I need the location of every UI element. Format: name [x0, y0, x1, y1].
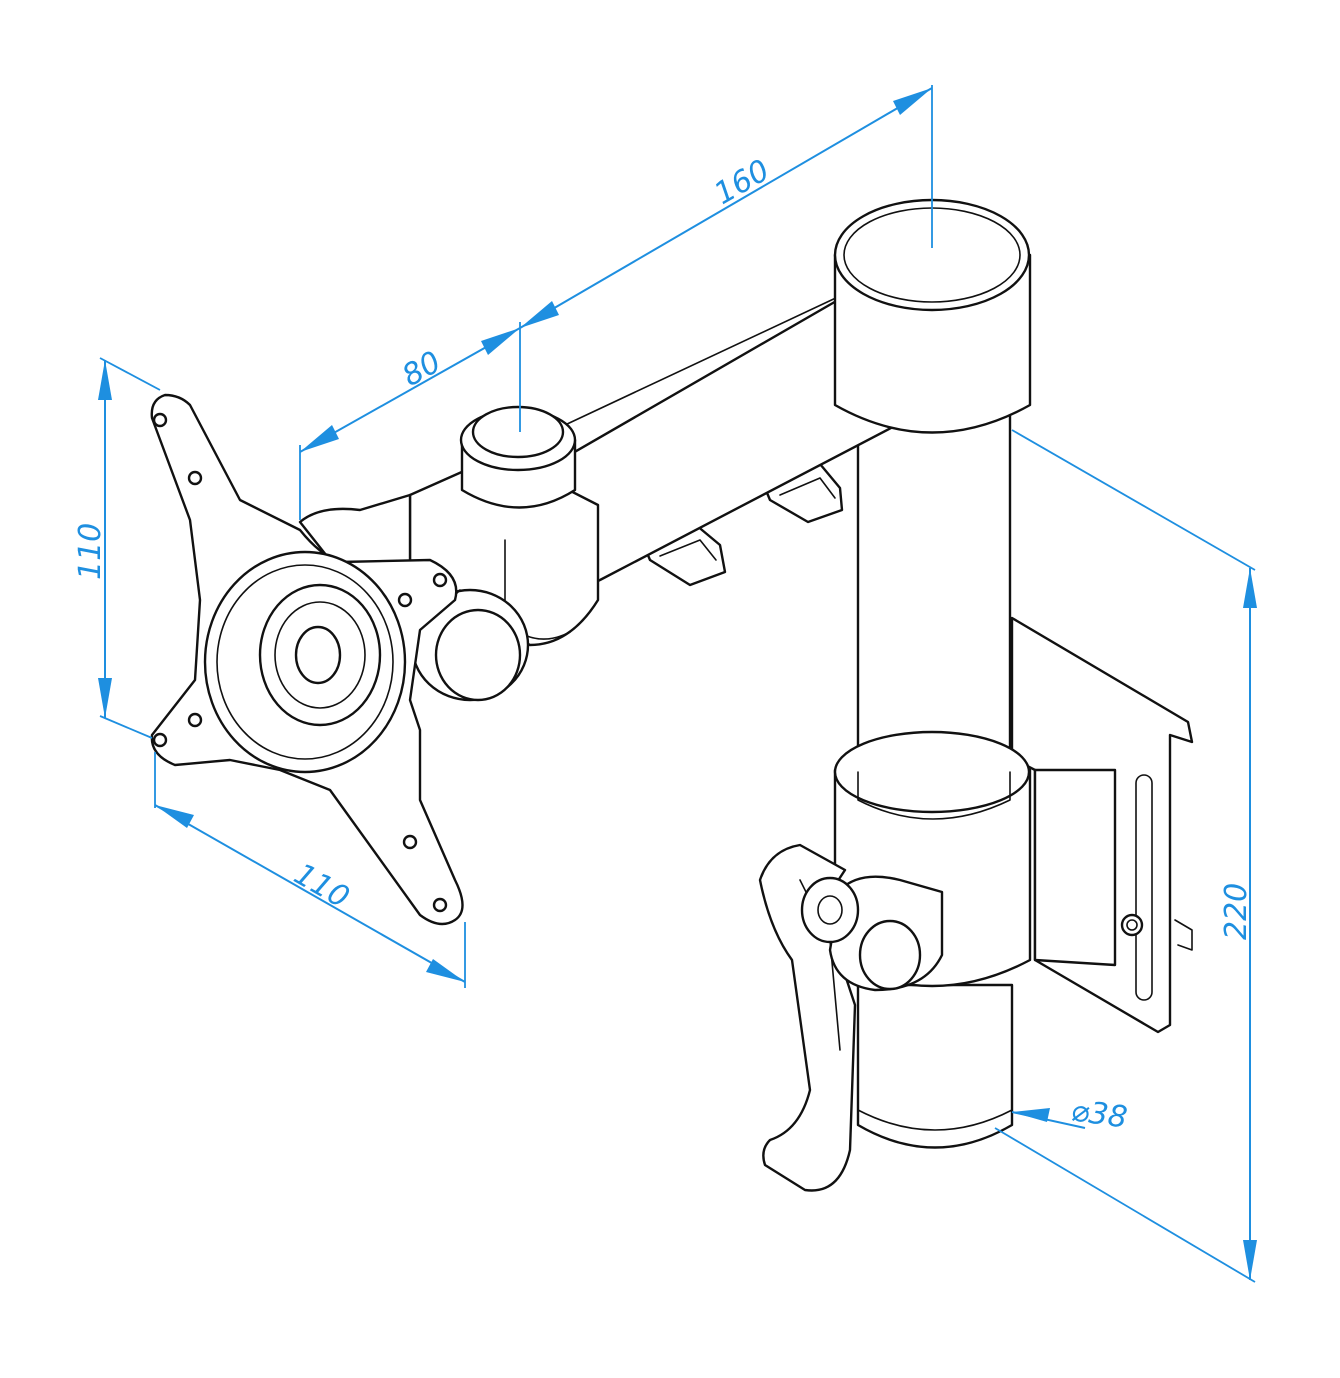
dimension-label-160: 160 — [709, 153, 776, 212]
monitor-arm-line-art — [150, 198, 1194, 1192]
dimension-label-220: 220 — [1219, 883, 1254, 940]
dimension-label-110-vertical: 110 — [73, 523, 108, 580]
dimension-label-110-horizontal: 110 — [288, 857, 355, 916]
arrow-head — [98, 678, 112, 718]
arrow-head — [1243, 568, 1257, 608]
elbow-pivot — [408, 405, 600, 647]
tilt-head — [298, 493, 530, 702]
dimension-pole-diameter: ⌀38 — [1011, 1093, 1130, 1136]
vesa-plate — [150, 393, 464, 926]
arrow-head — [1243, 1240, 1257, 1280]
clamp-bracket — [1010, 616, 1194, 1034]
pole-lower — [856, 983, 1014, 1149]
dimension-pole-height: 220 — [994, 429, 1257, 1283]
pole-top-cap — [833, 198, 1032, 434]
dimension-label-diameter-38: ⌀38 — [1069, 1093, 1130, 1135]
arrow-head — [426, 959, 465, 982]
locking-lever — [758, 843, 944, 1192]
arrow-head — [520, 301, 559, 328]
dimension-label-80: 80 — [397, 345, 448, 394]
arrow-head — [481, 328, 520, 355]
dimension-plate-height: 110 — [73, 357, 161, 739]
arrow-head — [1012, 1108, 1050, 1122]
arrow-head — [155, 805, 194, 828]
arrow-head — [893, 88, 932, 115]
arrow-head — [300, 425, 339, 452]
arrow-head — [98, 360, 112, 400]
